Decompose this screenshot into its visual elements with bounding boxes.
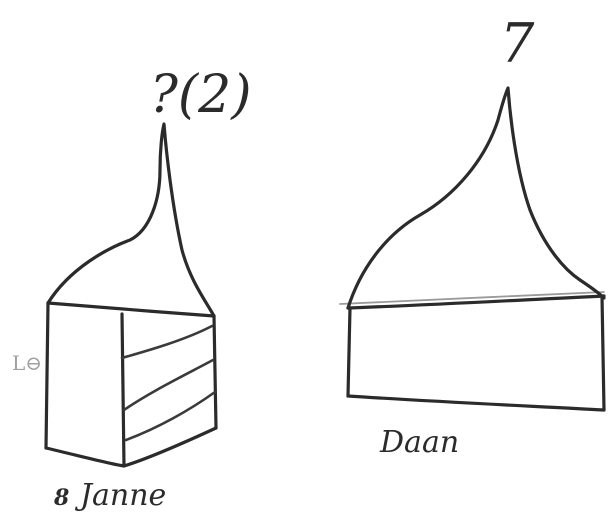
daan-box-left-edge <box>348 308 350 396</box>
figure-janne: L⊖ ?(2) 8 Janne <box>12 65 252 513</box>
daan-name-label: Daan <box>379 425 459 460</box>
janne-name-label: Janne <box>74 478 166 513</box>
janne-name-prefix: 8 <box>53 485 69 511</box>
janne-roof <box>48 124 214 316</box>
daan-box-right-edge <box>602 296 604 410</box>
janne-box-middle-edge <box>122 314 124 466</box>
janne-side-mark: L⊖ <box>12 351 42 375</box>
daan-roof <box>348 88 604 308</box>
janne-box-bottom <box>46 428 216 466</box>
janne-eave <box>48 303 214 316</box>
figure-daan: 7 Daan <box>340 12 604 460</box>
daan-box-bottom <box>348 396 604 410</box>
janne-box-right-edge <box>214 316 216 428</box>
daan-top-label: 7 <box>500 12 535 75</box>
janne-box-left-edge <box>46 303 48 448</box>
janne-top-label: ?(2) <box>150 65 252 125</box>
janne-hatch-1 <box>122 326 212 358</box>
